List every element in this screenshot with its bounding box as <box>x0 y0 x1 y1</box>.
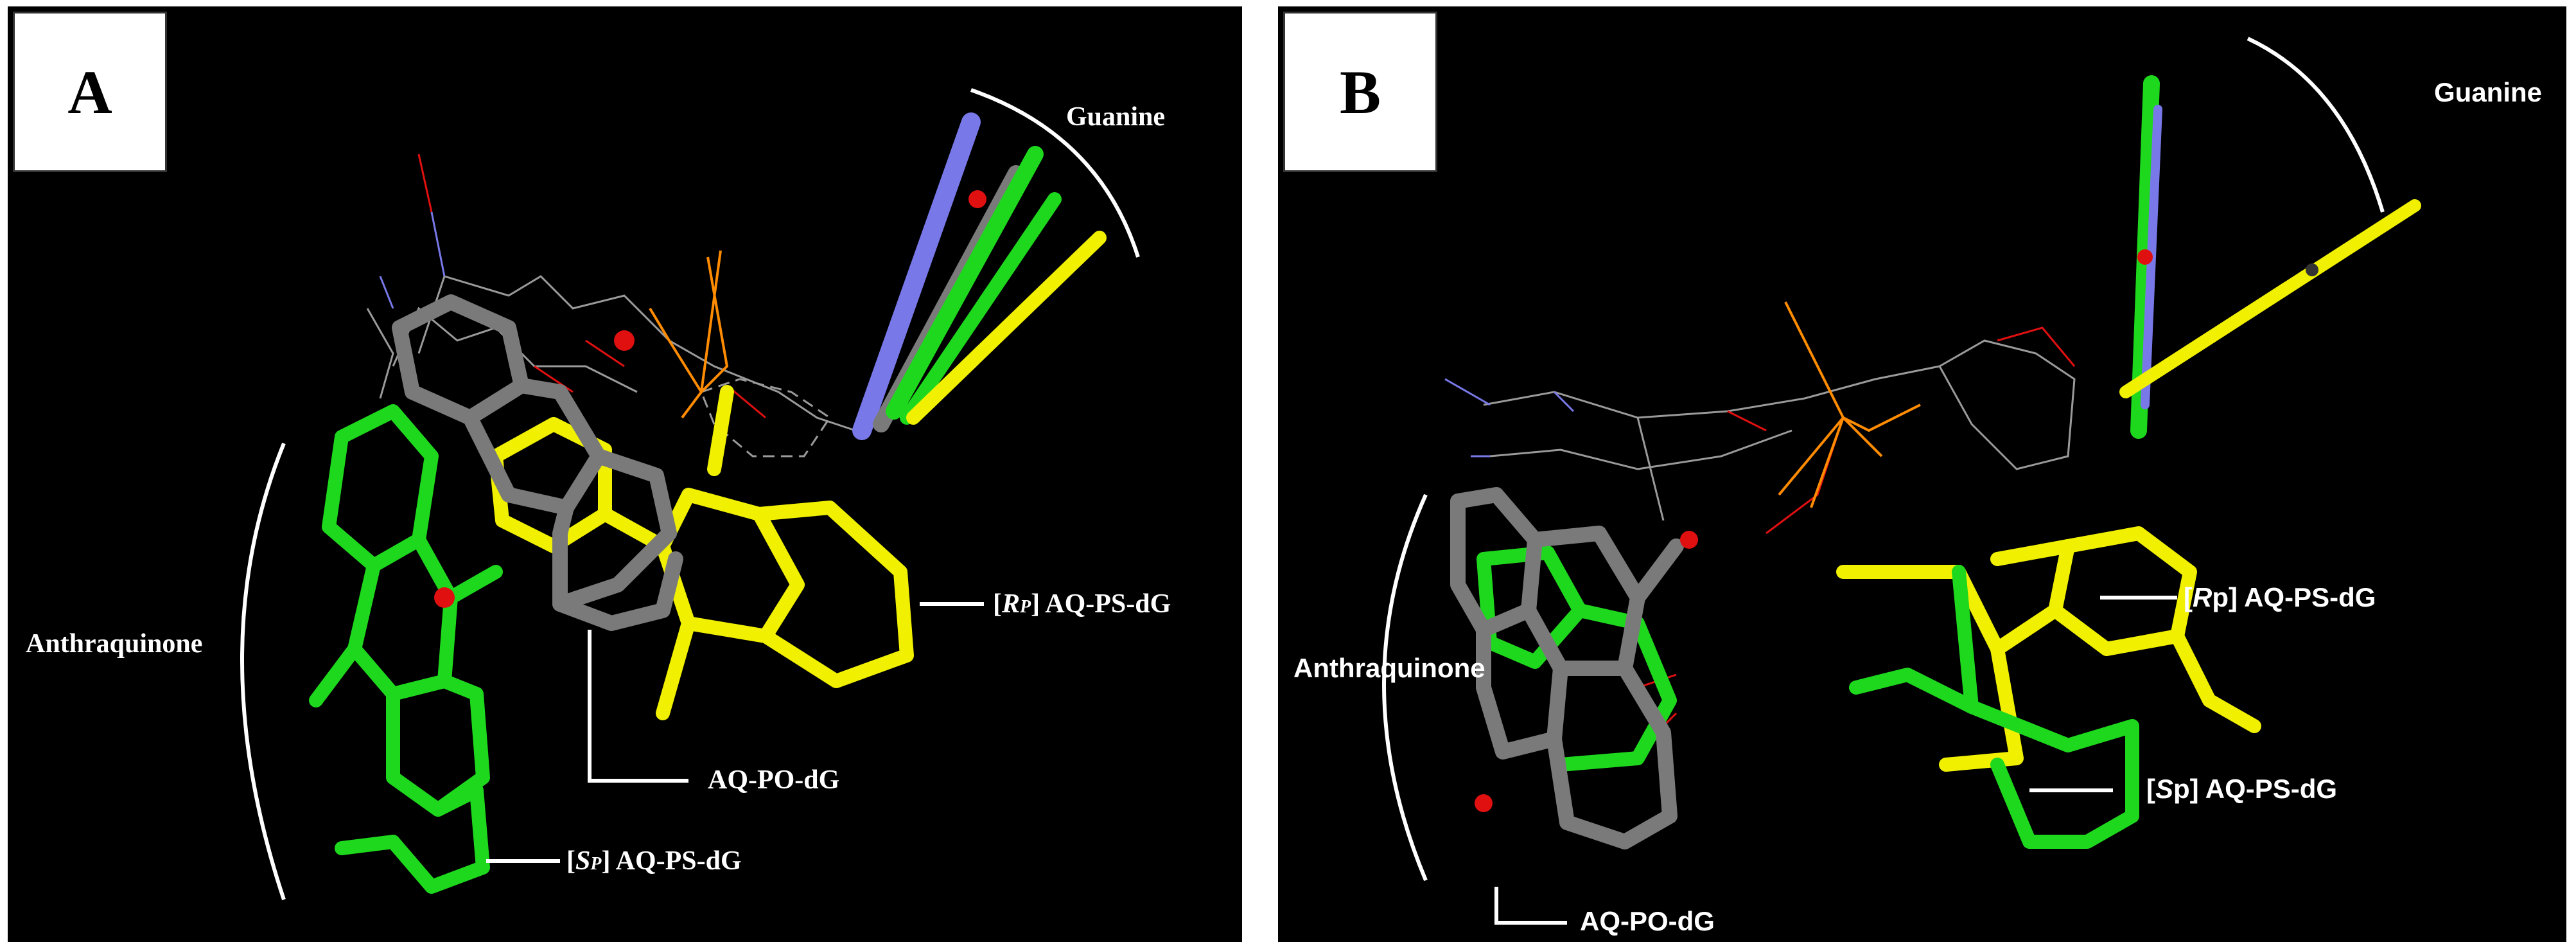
sp-aq-ps-dg-label-b: [Sp] AQ-PS-dG <box>2146 774 2338 804</box>
leader-lines-a <box>486 602 984 863</box>
sp-anthraquinone-b <box>1476 546 2139 849</box>
oxygen-atom-b1 <box>1680 531 1698 549</box>
sp-aq-ps-dg-label-a: [SP] AQ-PS-dG <box>566 846 742 876</box>
molecular-overlay-b <box>1382 37 2421 925</box>
guanine-bracket-a <box>970 88 1140 258</box>
phosphate-wire-a <box>649 250 729 419</box>
rp-anthraquinone-b <box>1836 526 2261 772</box>
panel-letter-box-a: A <box>13 12 167 172</box>
molecular-overlay-a <box>240 88 1140 900</box>
anthraquinone-bracket-a <box>240 442 286 900</box>
guanine-bases-a <box>852 112 1107 440</box>
anthraquinone-label-a: Anthraquinone <box>26 629 203 659</box>
oxygen-atom-a1 <box>614 330 635 351</box>
nitrogen-wire-a <box>379 211 446 309</box>
po-anthraquinone-a <box>392 294 683 631</box>
leader-lines-b <box>1494 596 2177 925</box>
guanine-label-a: Guanine <box>1066 102 1166 132</box>
aq-po-dg-label-b: AQ-PO-dG <box>1580 906 1715 936</box>
rp-aq-ps-dg-label-a: [RP] AQ-PS-dG <box>993 589 1171 619</box>
panel-letter-b: B <box>1339 57 1381 127</box>
sp-anthraquinone-a <box>309 404 503 894</box>
phosphate-wire-b <box>1778 301 1921 508</box>
anthraquinone-label-b: Anthraquinone <box>1293 653 1485 683</box>
po-anthraquinone-b <box>1450 487 1684 849</box>
aq-po-dg-label-a: AQ-PO-dG <box>708 765 840 795</box>
oxygen-atom-b2 <box>1475 794 1493 812</box>
guanine-bracket-b <box>2247 37 2385 213</box>
nitrogen-wire-b <box>1444 378 1575 458</box>
rp-anthraquinone-a <box>489 385 914 720</box>
oxygen-atom-a2 <box>434 587 455 608</box>
rp-aq-ps-dg-label-b: [Rp] AQ-PS-dG <box>2184 582 2376 612</box>
guanine-bases-b <box>2119 75 2421 439</box>
panel-b: B Guanine Anthraquinone [Rp] AQ-PS-dG [S… <box>1278 6 2566 942</box>
panel-letter-a: A <box>67 57 112 127</box>
panel-a: A Guanine Anthraquinone [RP] AQ-PS-dG AQ… <box>8 6 1242 942</box>
anthraquinone-bracket-b <box>1382 493 1428 882</box>
guanine-label-b: Guanine <box>2434 77 2543 107</box>
panel-letter-box-b: B <box>1283 12 1437 172</box>
